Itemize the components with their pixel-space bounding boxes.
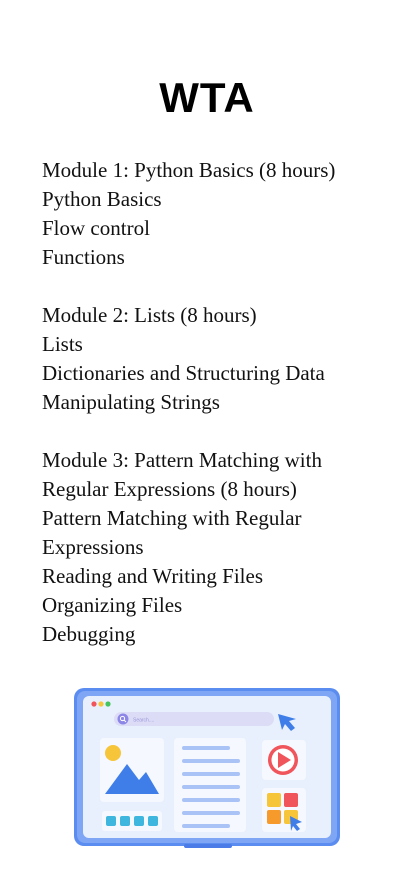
dots-row xyxy=(102,811,162,831)
search-placeholder: Search.... xyxy=(133,718,154,724)
image-icon xyxy=(105,745,159,794)
syllabus: Module 1: Python Basics (8 hours) Python… xyxy=(42,156,382,649)
module-2-heading: Module 2: Lists (8 hours) xyxy=(42,303,257,327)
cursor-small-icon xyxy=(290,816,302,831)
search-icon xyxy=(117,713,129,725)
browser-window-illustration: Search.... xyxy=(74,688,340,848)
module-3-topic: Pattern Matching with Regular Expression… xyxy=(42,506,302,559)
module-3-topic: Reading and Writing Files xyxy=(42,564,263,588)
module-2-topic: Lists xyxy=(42,332,83,356)
module-1-topic: Functions xyxy=(42,245,125,269)
page-title: WTA xyxy=(159,74,255,121)
module-1-topic: Flow control xyxy=(42,216,150,240)
text-lines-card xyxy=(174,738,246,832)
search-bar[interactable]: Search.... xyxy=(114,712,274,726)
module-1-topic: Python Basics xyxy=(42,187,162,211)
module-2-topic: Dictionaries and Structuring Data xyxy=(42,361,325,385)
module-2-topic: Manipulating Strings xyxy=(42,390,220,414)
play-icon xyxy=(268,745,298,775)
module-3-heading: Module 3: Pattern Matching with Regular … xyxy=(42,448,322,501)
window-dots-icon xyxy=(91,701,111,707)
cursor-arrow-icon xyxy=(278,714,296,731)
image-card xyxy=(100,738,164,802)
module-3-topic: Organizing Files xyxy=(42,593,183,617)
module-1-heading: Module 1: Python Basics (8 hours) xyxy=(42,158,336,182)
video-card xyxy=(262,740,306,780)
grid-card xyxy=(262,788,306,832)
module-3-topic: Debugging xyxy=(42,622,136,646)
